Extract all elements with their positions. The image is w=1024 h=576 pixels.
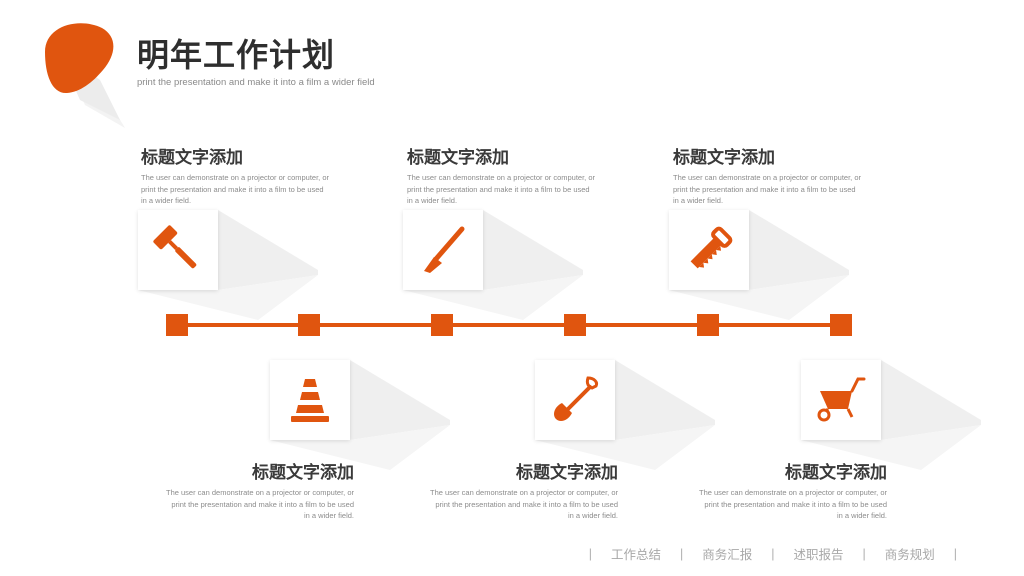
item-text-5: 标题文字添加 The user can demonstrate on a pro… (418, 458, 618, 522)
card-1 (138, 210, 338, 350)
page-subtitle: print the presentation and make it into … (137, 77, 375, 88)
timeline-line (177, 323, 841, 327)
card-6 (801, 360, 1001, 500)
timeline-node (564, 314, 586, 336)
card-5 (535, 360, 735, 500)
footer-separator: | (862, 546, 866, 561)
item-title: 标题文字添加 (516, 463, 618, 482)
item-desc: The user can demonstrate on a projector … (141, 173, 330, 206)
timeline-node (697, 314, 719, 336)
logo-blob (45, 23, 125, 128)
footer-link-duty-report[interactable]: 述职报告 (793, 548, 844, 562)
shovel-icon (554, 376, 598, 421)
item-text-2: 标题文字添加 The user can demonstrate on a pro… (407, 143, 607, 207)
wheelbarrow-icon (817, 377, 866, 422)
item-title: 标题文字添加 (252, 463, 354, 482)
footer-separator: | (771, 546, 775, 561)
saw-icon (690, 226, 733, 269)
timeline-node (166, 314, 188, 336)
item-text-4: 标题文字添加 The user can demonstrate on a pro… (154, 458, 354, 522)
timeline-node (830, 314, 852, 336)
footer-link-work-summary[interactable]: 工作总结 (610, 548, 661, 562)
footer-separator: | (679, 546, 684, 561)
footer-link-business-plan[interactable]: 商务规划 (884, 548, 935, 562)
card-shadow (270, 360, 450, 470)
item-title: 标题文字添加 (407, 148, 509, 167)
item-desc: The user can demonstrate on a projector … (166, 488, 355, 521)
item-desc: The user can demonstrate on a projector … (430, 488, 619, 521)
item-title: 标题文字添加 (141, 148, 243, 167)
item-text-6: 标题文字添加 The user can demonstrate on a pro… (687, 458, 887, 522)
trowel-icon (424, 226, 465, 273)
item-text-3: 标题文字添加 The user can demonstrate on a pro… (673, 143, 873, 207)
timeline-node (431, 314, 453, 336)
item-desc: The user can demonstrate on a projector … (407, 173, 596, 206)
footer-separator: | (953, 546, 957, 561)
item-title: 标题文字添加 (785, 463, 887, 482)
card-shadow (138, 210, 318, 320)
traffic-cone-icon (291, 379, 329, 422)
card-shadow (669, 210, 849, 320)
item-text-1: 标题文字添加 The user can demonstrate on a pro… (141, 143, 341, 207)
footer-nav: | 工作总结 | 商务汇报 | 述职报告 | 商务规划 | (570, 544, 976, 563)
card-shadow (801, 360, 981, 470)
footer-separator: | (588, 546, 592, 561)
timeline-node (298, 314, 320, 336)
card-3 (669, 210, 869, 350)
footer-link-business-report[interactable]: 商务汇报 (702, 548, 753, 562)
card-shadow (403, 210, 583, 320)
page-title: 明年工作计划 (137, 37, 336, 73)
paint-roller-icon (153, 225, 197, 269)
card-shadow (535, 360, 715, 470)
card-4 (270, 360, 470, 500)
item-desc: The user can demonstrate on a projector … (699, 488, 888, 521)
item-desc: The user can demonstrate on a projector … (673, 173, 862, 206)
item-title: 标题文字添加 (673, 148, 775, 167)
card-2 (403, 210, 603, 350)
